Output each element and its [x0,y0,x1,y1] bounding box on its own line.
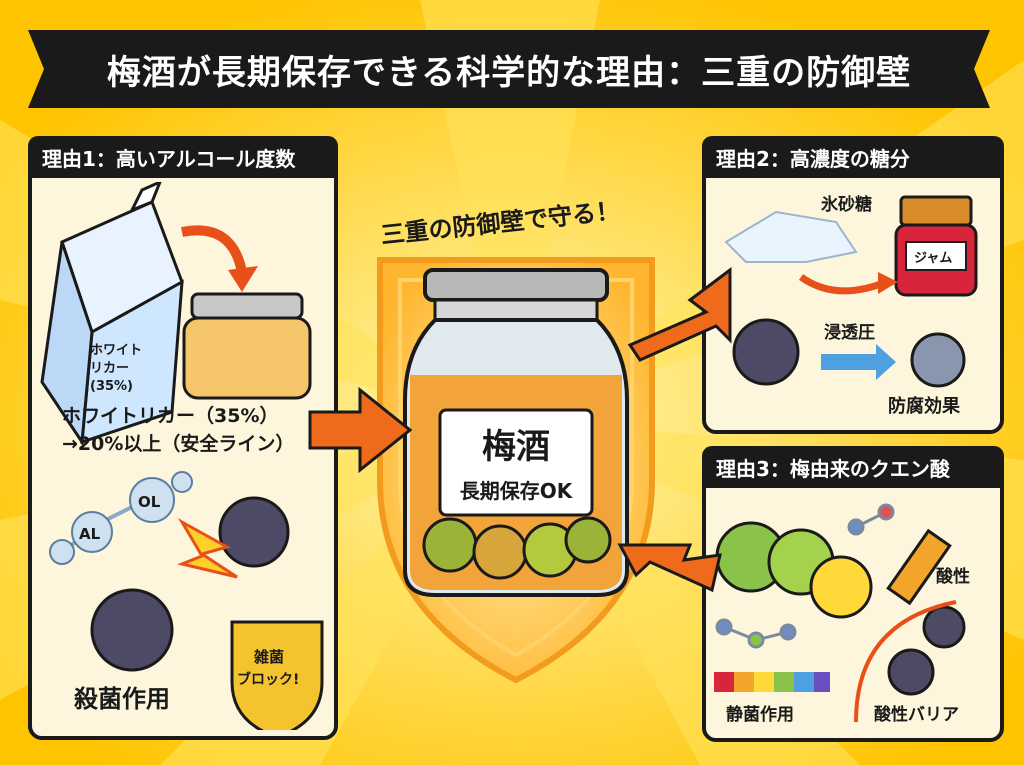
reason3-illustration: 酸性 静菌作用 酸性バリア [714,503,970,725]
germ-icon [732,318,800,386]
carton-label-2: リカー [90,361,129,376]
osmosis-label: 浸透圧 [824,322,875,343]
reason1-line2: →20%以上（安全ライン） [62,432,294,455]
reason2-effect: 防腐効果 [888,395,961,417]
shield-label-2: ブロック! [237,671,299,688]
carton-label-1: ホワイト [90,343,142,358]
molecule-icon [847,503,895,536]
carton-label-3: (35%) [90,379,133,394]
alcohol-molecule-icon: AL OL [49,471,193,565]
lemon-icon [809,555,873,619]
pour-arrow-icon [181,225,247,274]
reason1-illustration: ホワイト リカー (35%) ホワイトリカー（35%） →20%以上（安全ライン… [40,182,324,730]
ph-scale-icon [714,672,830,692]
molecule-al: AL [79,525,101,543]
reason1-effect: 殺菌作用 [74,685,170,713]
shield-icon: 雑菌 ブロック! [230,620,324,730]
shield-label-1: 雑菌 [253,648,284,666]
jar-label [438,408,594,517]
center-illustration: 三重の防御壁で守る！ 梅酒 長期保存OK [377,197,655,684]
reason3-effect1: 静菌作用 [726,704,794,725]
title-banner: 梅酒が長期保存できる科学的な理由：三重の防御壁 [28,30,990,108]
white-liquor-carton-icon: ホワイト リカー (35%) [40,182,184,447]
reason1-line1: ホワイトリカー（35%） [62,404,278,427]
reason1-heading: 理由1：高いアルコール度数 [28,136,338,178]
molecule-ol: OL [138,493,161,511]
jar-label-sub: 長期保存OK [460,479,574,503]
sugar-to-jam-arrow-icon [798,274,888,295]
ph-strip-icon [886,528,952,606]
reason3-heading: 理由3：梅由来のクエン酸 [702,446,1004,488]
umeshu-jar-icon: 梅酒 長期保存OK [403,268,629,597]
rock-sugar-icon [724,210,858,263]
sugar-label: 氷砂糖 [821,194,872,215]
jar-small-icon [182,292,312,400]
osmosis-arrow-icon [821,344,896,380]
impact-spark-icon [177,518,238,579]
shrunken-germ-icon [910,332,966,388]
acidity-label: 酸性 [936,566,970,587]
jam-label: ジャム [914,251,952,266]
acid-molecule-icon [715,618,797,649]
jar-label-main: 梅酒 [482,427,550,467]
page-title: 梅酒が長期保存できる科学的な理由：三重の防御壁 [106,52,912,93]
germ-icon [887,605,966,696]
reason2-heading: 理由2：高濃度の糖分 [702,136,1004,178]
reason2-illustration: 氷砂糖 ジャム 浸透圧 防腐効果 [724,194,978,417]
jam-jar-icon: ジャム [894,195,978,297]
acid-barrier-curve-icon [854,600,957,723]
germ-icon [90,496,290,672]
center-caption: 三重の防御壁で守る！ [379,197,621,250]
reason3-effect2: 酸性バリア [874,704,959,725]
